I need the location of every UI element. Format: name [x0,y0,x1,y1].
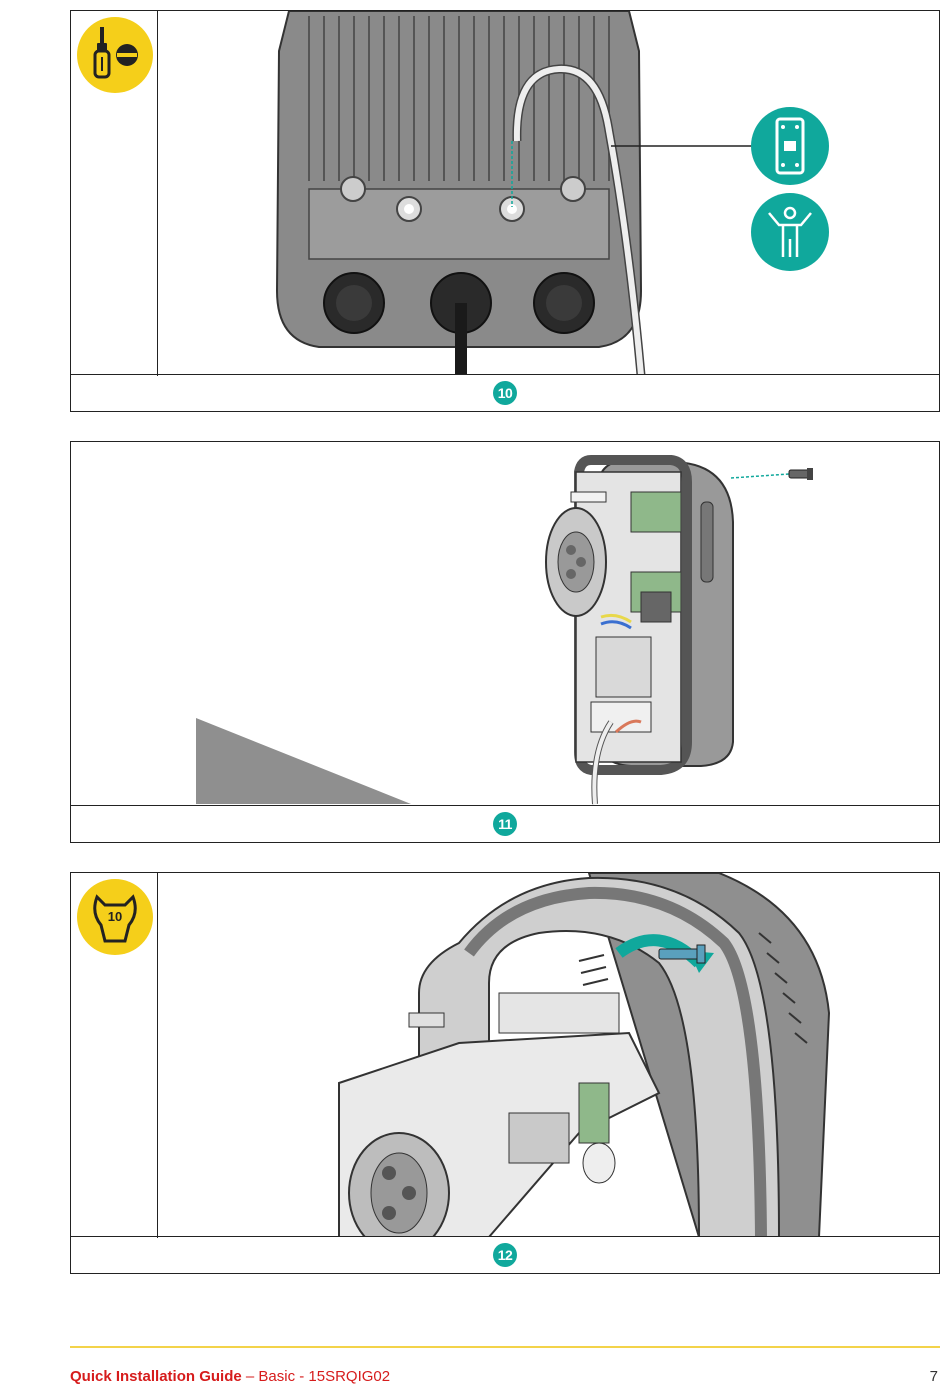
wrench-10-icon: 10 [77,879,153,955]
step-12-illustration [159,873,939,1237]
step-12-footer: 12 [71,1236,939,1273]
step-10-panel: 10 [70,10,940,412]
qualified-person-icon [751,193,829,271]
step-11-illustration [71,442,939,806]
tool-column: 10 [71,873,158,1238]
footer-separator: – [242,1368,259,1385]
step-11-footer: 11 [71,805,939,842]
circuit-breaker-icon [751,107,829,185]
step-number-badge: 12 [493,1243,517,1267]
footer-title: Quick Installation Guide [70,1368,242,1385]
flat-screwdriver-icon [77,17,153,93]
step-10-footer: 10 [71,374,939,411]
footer-subtitle: Basic - 15SRQIG02 [258,1368,390,1385]
footer-rule [70,1346,940,1348]
step-number-badge: 11 [493,812,517,836]
step-11-panel: 11 [70,441,940,843]
page-number: 7 [930,1368,938,1385]
footer-doc-title: Quick Installation Guide – Basic - 15SRQ… [70,1368,390,1385]
step-number-badge: 10 [493,381,517,405]
tool-column [71,11,158,376]
step-12-panel: 10 [70,872,940,1274]
wrench-size-label: 10 [108,909,122,924]
